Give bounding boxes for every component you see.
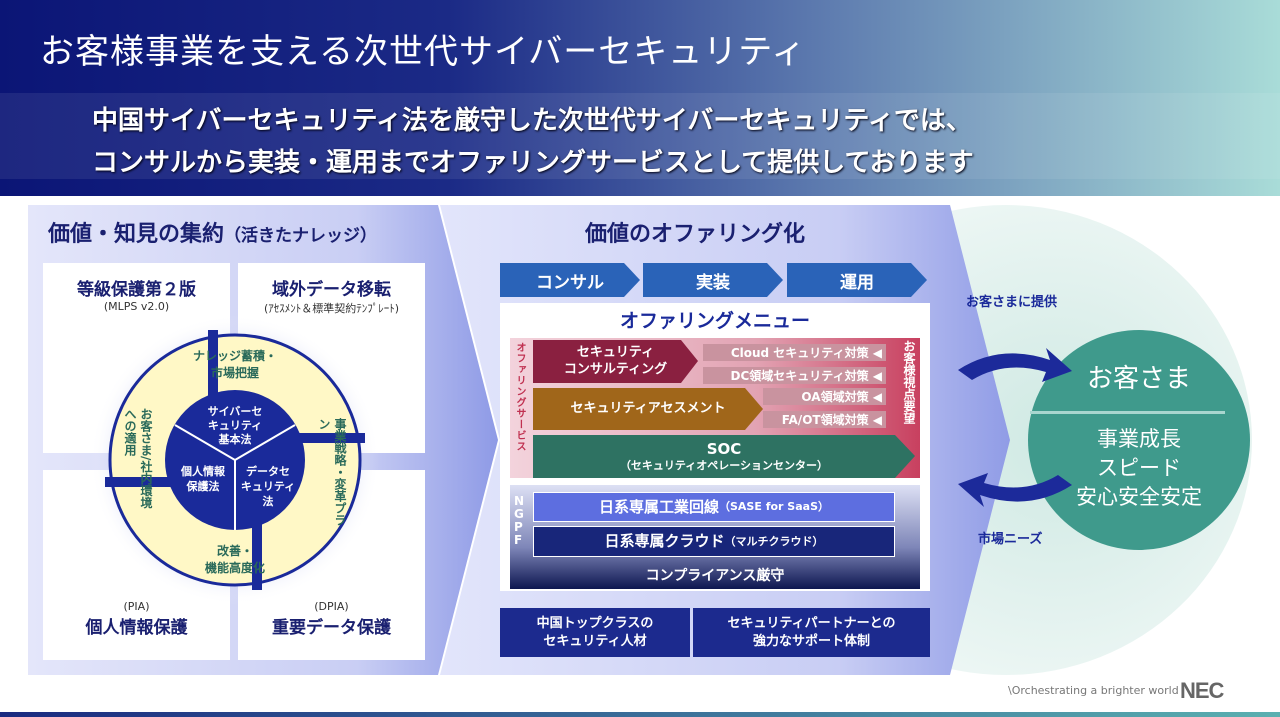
cycle-apply: お客さま/社内環境への適用 xyxy=(123,408,153,509)
law-cyber-3: 基本法 xyxy=(218,432,252,446)
law-data-2: キュリティ xyxy=(241,480,295,493)
compliance-label: コンプライアンス厳守 xyxy=(645,568,785,584)
partner-box: セキュリティパートナーとの強力なサポート体制 xyxy=(693,608,930,657)
tag-oa: OA領域対策 ◀ xyxy=(763,388,886,405)
tag-cloud: Cloud セキュリティ対策 ◀ xyxy=(703,344,886,361)
flow-arrows xyxy=(958,348,1072,507)
step-operate: 運用 xyxy=(787,263,927,297)
customer-view-label: お客様視点要望 xyxy=(902,340,916,424)
customer-values: 事業成長スピード安心安全安定 xyxy=(1076,427,1202,509)
tag-dc: DC領域セキュリティ対策 ◀ xyxy=(703,367,886,384)
tagline: \Orchestrating a brighter world xyxy=(1008,684,1179,697)
subtitle-line-2: コンサルから実装・運用までオファリングサービスとして提供しております xyxy=(92,148,974,178)
service-label: オファリングサービス xyxy=(514,342,525,452)
slide-title: お客様事業を支える次世代サイバーセキュリティ xyxy=(40,32,807,72)
offering-title: 価値のオファリング化 xyxy=(585,222,806,247)
step-implement: 実装 xyxy=(643,263,783,297)
cycle-arrow-gaps xyxy=(105,330,365,590)
law-cyber-2: キュリティ xyxy=(208,419,262,432)
step-consult: コンサル xyxy=(500,263,640,297)
subtitle-band xyxy=(0,93,1280,179)
tag-faot: FA/OT領域対策 ◀ xyxy=(763,411,886,428)
menu-title: オファリングメニュー xyxy=(619,310,810,332)
cycle-improve-2: 機能高度化 xyxy=(205,560,265,575)
law-data-3: 法 xyxy=(263,494,274,508)
cycle-knowledge: ナレッジ蓄積・ xyxy=(193,348,277,363)
industrial-line[interactable]: 日系専属工業回線（SASE for SaaS） xyxy=(533,492,895,522)
ngpf-label: NGPF xyxy=(514,494,525,547)
customer-label: お客さま xyxy=(1086,364,1191,394)
subtitle-line-1: 中国サイバーセキュリティ法を厳守した次世代サイバーセキュリティでは、 xyxy=(92,106,972,136)
bottom-rule xyxy=(0,712,1280,717)
cycle-knowledge-2: 市場把握 xyxy=(211,365,259,380)
provide-label: お客さまに提供 xyxy=(966,295,1058,310)
law-cyber: サイバーセ xyxy=(208,405,263,418)
nec-logo: NEC xyxy=(1180,678,1224,703)
law-privacy: 個人情報 xyxy=(180,464,226,478)
cycle-strategy: 事業戦略・変革プラン xyxy=(317,418,347,526)
needs-arrow-icon xyxy=(958,473,1072,507)
needs-label: 市場ニーズ xyxy=(978,532,1043,547)
law-privacy-2: 保護法 xyxy=(186,479,220,493)
talent-box: 中国トップクラスのセキュリティ人材 xyxy=(500,608,690,657)
soc-offering[interactable]: SOC（セキュリティオペレーションセンター） xyxy=(533,435,915,478)
header-banner xyxy=(0,0,1280,196)
cycle-diagram: サイバーセ キュリティ 基本法 個人情報 保護法 データセ キュリティ 法 ナレ… xyxy=(90,315,380,605)
cycle-improve: 改善・ xyxy=(217,543,253,558)
dedicated-cloud[interactable]: 日系専属クラウド（マルチクラウド） xyxy=(533,526,895,557)
law-data: データセ xyxy=(246,464,290,478)
consulting-offering[interactable]: セキュリティコンサルティング xyxy=(533,340,698,383)
assessment-offering[interactable]: セキュリティアセスメント xyxy=(533,388,763,430)
knowledge-title: 価値・知見の集約（活きたナレッジ） xyxy=(48,222,378,247)
customer-divider xyxy=(1030,411,1225,414)
provide-arrow-icon xyxy=(958,348,1072,382)
